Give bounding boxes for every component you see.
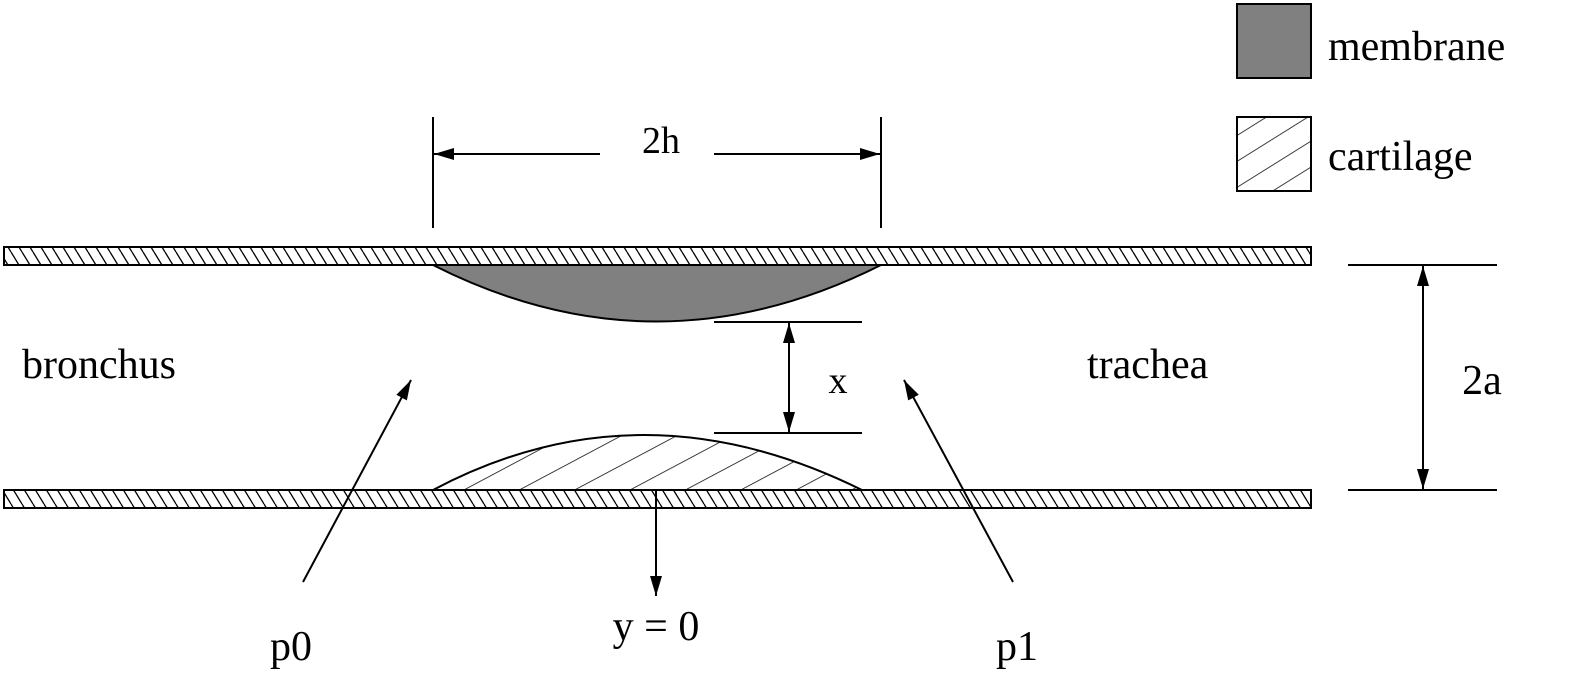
legend-cartilage-label: cartilage (1328, 134, 1473, 180)
upper-wall (3, 246, 1312, 266)
legend-membrane-label: membrane (1328, 24, 1505, 70)
trachea-label: trachea (1087, 342, 1209, 388)
width-label: 2h (642, 120, 680, 162)
p0-arrow (302, 379, 412, 583)
p1-label: p1 (996, 624, 1038, 670)
p0-label: p0 (270, 624, 312, 670)
bronchus-label: bronchus (22, 342, 176, 388)
legend-cartilage-swatch (1236, 116, 1312, 192)
cartilage-bulge (432, 434, 863, 491)
lower-wall (3, 489, 1312, 509)
gap-label: x (829, 360, 848, 402)
p1-arrow (903, 379, 1014, 583)
legend-membrane-swatch (1236, 3, 1312, 79)
diameter-label: 2a (1462, 358, 1502, 404)
origin-label: y = 0 (613, 604, 700, 650)
membrane-bulge (432, 264, 882, 323)
